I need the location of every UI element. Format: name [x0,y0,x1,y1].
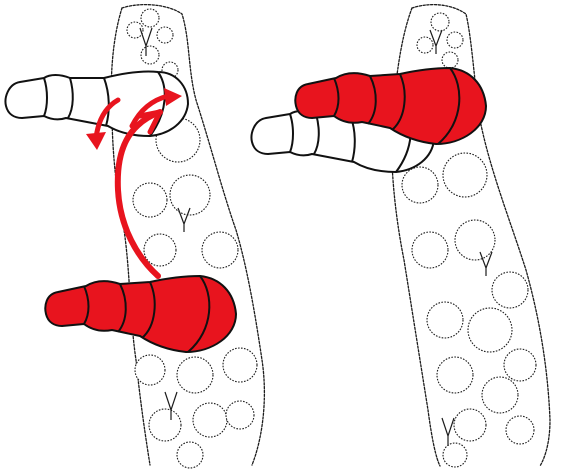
right-panel [252,5,550,467]
red-peg-icon [45,276,236,352]
left-panel [6,5,265,468]
